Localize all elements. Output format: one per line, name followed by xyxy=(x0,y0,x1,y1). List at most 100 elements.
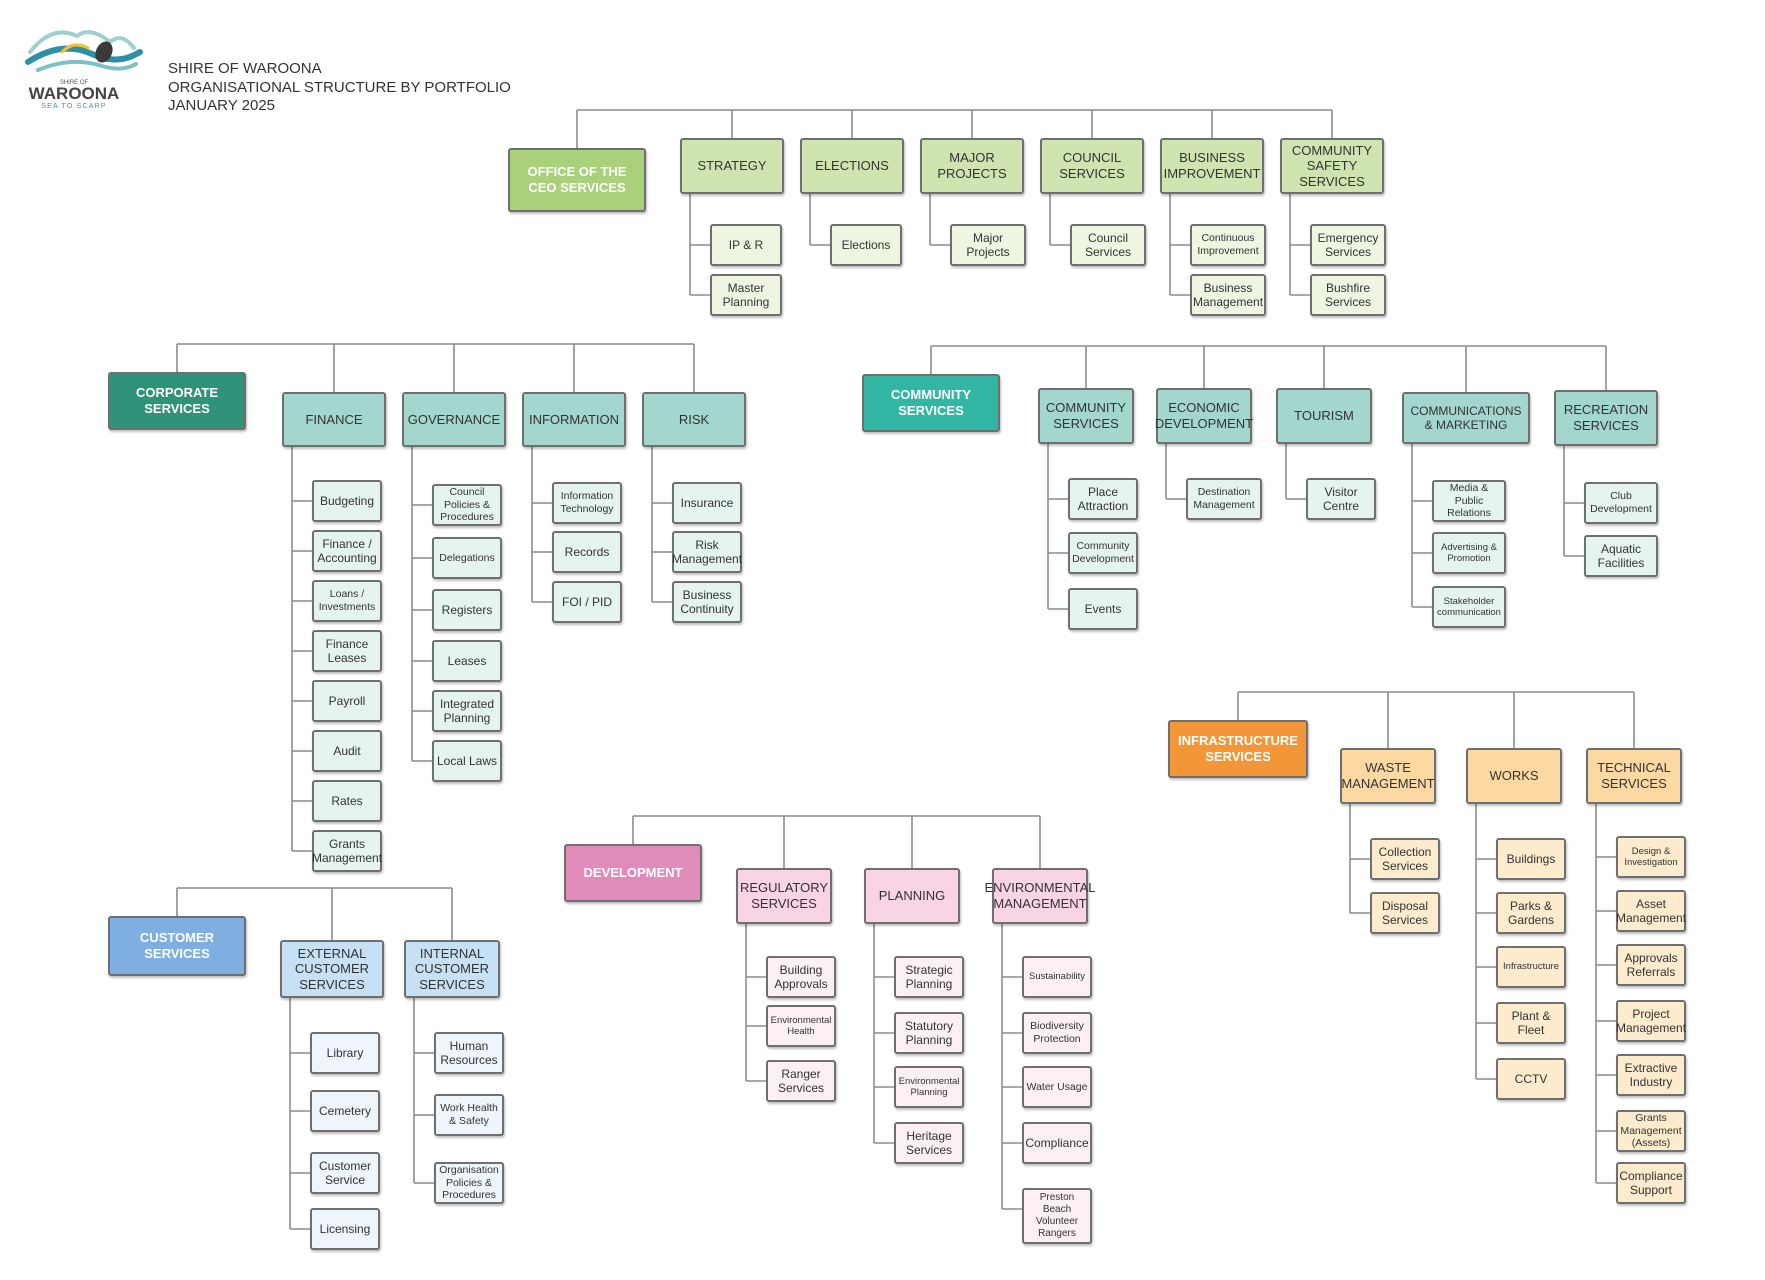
unit-box-collection-services: Collection Services xyxy=(1370,838,1440,880)
portfolio-box-ceo: OFFICE OF THE CEO SERVICES xyxy=(508,148,646,212)
unit-box-extractive-industry: Extractive Industry xyxy=(1616,1054,1686,1096)
unit-box-media-public-relations: Media & Public Relations xyxy=(1432,480,1506,522)
logo-tagline-text: SEA TO SCARP xyxy=(41,103,107,110)
unit-box-club-development: Club Development xyxy=(1584,482,1658,524)
unit-box-project-management: Project Management xyxy=(1616,1000,1686,1042)
unit-box-environmental-planning: Environmental Planning xyxy=(894,1066,964,1108)
unit-box-audit: Audit xyxy=(312,730,382,772)
unit-box-asset-management: Asset Management xyxy=(1616,890,1686,932)
department-box-technical-services: TECHNICAL SERVICES xyxy=(1586,748,1682,804)
department-box-waste-management: WASTE MANAGEMENT xyxy=(1340,748,1436,804)
department-box-economic-development: ECONOMIC DEVELOPMENT xyxy=(1155,388,1253,444)
unit-box-emergency-services: Emergency Services xyxy=(1310,224,1386,266)
department-box-strategy: STRATEGY xyxy=(680,138,784,194)
department-box-external-customer-services: EXTERNAL CUSTOMER SERVICES xyxy=(280,940,384,998)
unit-box-delegations: Delegations xyxy=(432,537,502,579)
unit-box-payroll: Payroll xyxy=(312,680,382,722)
unit-box-strategic-planning: Strategic Planning xyxy=(894,956,964,998)
unit-box-advertising-promotion: Advertising & Promotion xyxy=(1432,532,1506,574)
unit-box-council-services: Council Services xyxy=(1070,224,1146,266)
unit-box-cctv: CCTV xyxy=(1496,1058,1566,1100)
unit-box-library: Library xyxy=(310,1032,380,1074)
unit-box-major-projects: Major Projects xyxy=(950,224,1026,266)
chart-title: SHIRE OF WAROONA ORGANISATIONAL STRUCTUR… xyxy=(168,60,511,116)
portfolio-box-infrastructure: INFRASTRUCTURE SERVICES xyxy=(1168,720,1308,778)
unit-box-leases: Leases xyxy=(432,640,502,682)
unit-box-community-development: Community Development xyxy=(1068,532,1138,574)
unit-box-continuous-improvement: Continuous Improvement xyxy=(1190,224,1266,266)
portfolio-box-community: COMMUNITY SERVICES xyxy=(862,374,1000,432)
unit-box-water-usage: Water Usage xyxy=(1022,1066,1092,1108)
unit-box-information-technology: Information Technology xyxy=(552,482,622,524)
unit-box-grants-management-assets: Grants Management (Assets) xyxy=(1616,1110,1686,1152)
department-box-council-services: COUNCIL SERVICES xyxy=(1040,138,1144,194)
unit-box-ranger-services: Ranger Services xyxy=(766,1060,836,1102)
waroona-logo: SHIRE OF WAROONA SEA TO SCARP xyxy=(25,30,143,110)
department-box-finance: FINANCE xyxy=(282,392,386,447)
unit-box-finance-leases: Finance Leases xyxy=(312,630,382,672)
department-box-community-safety-services: COMMUNITY SAFETY SERVICES xyxy=(1280,138,1384,194)
unit-box-cemetery: Cemetery xyxy=(310,1090,380,1132)
unit-box-visitor-centre: Visitor Centre xyxy=(1306,478,1376,520)
unit-box-stakeholder-communication: Stakeholder communication xyxy=(1432,586,1506,628)
unit-box-approvals-referrals: Approvals Referrals xyxy=(1616,944,1686,986)
department-box-major-projects: MAJOR PROJECTS xyxy=(920,138,1024,194)
unit-box-sustainability: Sustainability xyxy=(1022,956,1092,998)
unit-box-infrastructure: Infrastructure xyxy=(1496,946,1566,988)
department-box-risk: RISK xyxy=(642,392,746,447)
portfolio-box-corporate: CORPORATE SERVICES xyxy=(108,372,246,430)
department-box-governance: GOVERNANCE xyxy=(402,392,506,447)
department-box-business-improvement: BUSINESS IMPROVEMENT xyxy=(1160,138,1264,194)
unit-box-destination-management: Destination Management xyxy=(1186,478,1262,520)
unit-box-heritage-services: Heritage Services xyxy=(894,1122,964,1164)
unit-box-business-continuity: Business Continuity xyxy=(672,581,742,623)
unit-box-compliance-support: Compliance Support xyxy=(1616,1162,1686,1204)
unit-box-rates: Rates xyxy=(312,780,382,822)
unit-box-aquatic-facilities: Aquatic Facilities xyxy=(1584,535,1658,577)
unit-box-council-policies-procedures: Council Policies & Procedures xyxy=(432,484,502,526)
department-box-internal-customer-services: INTERNAL CUSTOMER SERVICES xyxy=(404,940,500,998)
unit-box-plant-fleet: Plant & Fleet xyxy=(1496,1002,1566,1044)
unit-box-statutory-planning: Statutory Planning xyxy=(894,1012,964,1054)
logo-small-text: SHIRE OF xyxy=(60,80,89,86)
department-box-regulatory-services: REGULATORY SERVICES xyxy=(736,868,832,924)
unit-box-integrated-planning: Integrated Planning xyxy=(432,690,502,732)
unit-box-ip-r: IP & R xyxy=(710,224,782,266)
portfolio-box-development: DEVELOPMENT xyxy=(564,844,702,902)
department-box-recreation-services: RECREATION SERVICES xyxy=(1554,390,1658,446)
unit-box-parks-gardens: Parks & Gardens xyxy=(1496,892,1566,934)
unit-box-finance-accounting: Finance / Accounting xyxy=(312,530,382,572)
department-box-planning: PLANNING xyxy=(864,868,960,924)
unit-box-budgeting: Budgeting xyxy=(312,480,382,522)
unit-box-bushfire-services: Bushfire Services xyxy=(1310,274,1386,316)
department-box-information: INFORMATION xyxy=(522,392,626,447)
department-box-works: WORKS xyxy=(1466,748,1562,804)
unit-box-grants-management: Grants Management xyxy=(312,830,382,872)
unit-box-preston-beach-volunteer-rangers: Preston Beach Volunteer Rangers xyxy=(1022,1188,1092,1244)
unit-box-records: Records xyxy=(552,531,622,573)
department-box-tourism: TOURISM xyxy=(1276,388,1372,444)
unit-box-organisation-policies-procedures: Organisation Policies & Procedures xyxy=(434,1162,504,1204)
unit-box-registers: Registers xyxy=(432,589,502,631)
unit-box-design-investigation: Design & Investigation xyxy=(1616,836,1686,878)
unit-box-disposal-services: Disposal Services xyxy=(1370,892,1440,934)
logo-name-text: WAROONA xyxy=(29,84,120,103)
unit-box-compliance: Compliance xyxy=(1022,1122,1092,1164)
unit-box-insurance: Insurance xyxy=(672,482,742,524)
title-line-date: JANUARY 2025 xyxy=(168,97,276,114)
title-line-structure: ORGANISATIONAL STRUCTURE BY PORTFOLIO xyxy=(168,78,511,96)
unit-box-human-resources: Human Resources xyxy=(434,1032,504,1074)
department-box-elections: ELECTIONS xyxy=(800,138,904,194)
unit-box-events: Events xyxy=(1068,588,1138,630)
unit-box-customer-service: Customer Service xyxy=(310,1152,380,1194)
title-line-organisation: SHIRE OF WAROONA xyxy=(168,60,322,77)
unit-box-loans-investments: Loans / Investments xyxy=(312,580,382,622)
unit-box-risk-management: Risk Management xyxy=(672,531,742,573)
unit-box-place-attraction: Place Attraction xyxy=(1068,478,1138,520)
unit-box-licensing: Licensing xyxy=(310,1208,380,1250)
department-box-communications-marketing: COMMUNICATIONS & MARKETING xyxy=(1402,392,1530,444)
unit-box-business-management: Business Management xyxy=(1190,274,1266,316)
unit-box-biodiversity-protection: Biodiversity Protection xyxy=(1022,1012,1092,1054)
unit-box-work-health-safety: Work Health & Safety xyxy=(434,1094,504,1136)
